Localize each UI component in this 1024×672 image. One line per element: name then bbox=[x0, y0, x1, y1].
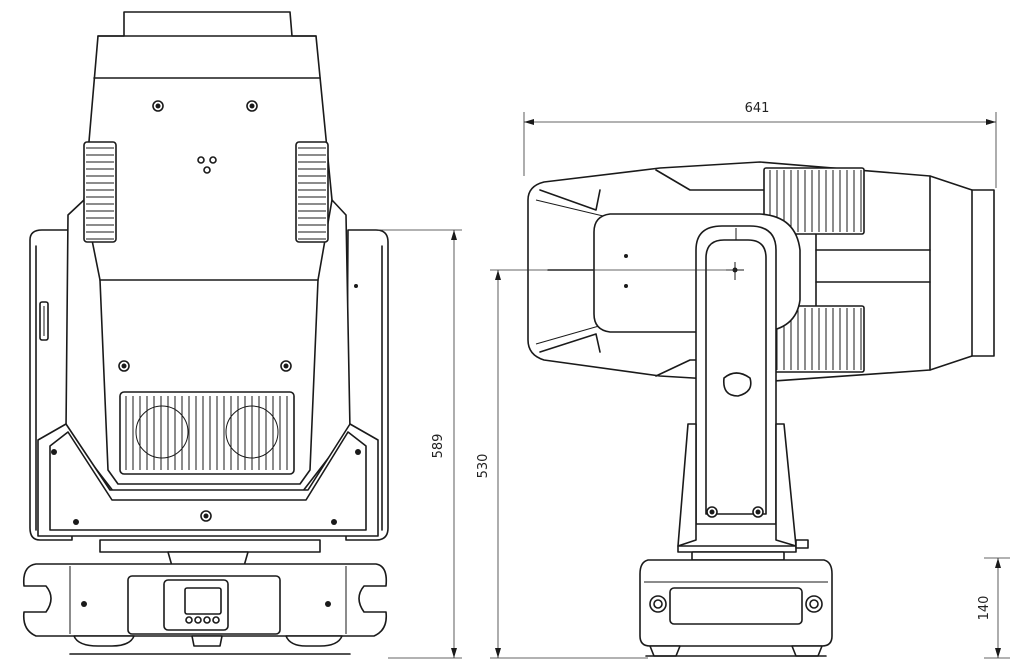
yoke-screws bbox=[51, 449, 361, 525]
dimension-width-label: 641 bbox=[745, 101, 770, 116]
handle-cutout bbox=[722, 372, 752, 397]
dimension-side-height-label: 530 bbox=[476, 454, 491, 479]
control-buttons bbox=[185, 616, 220, 624]
yoke-frame bbox=[37, 423, 379, 537]
right-vent-grille bbox=[295, 141, 329, 243]
dimension-base-height-label: 140 bbox=[977, 596, 992, 621]
left-vent-grille bbox=[83, 141, 117, 243]
front-feet bbox=[73, 635, 343, 647]
dimension-lines bbox=[378, 112, 1010, 659]
head-screws bbox=[118, 100, 292, 372]
side-view bbox=[527, 161, 995, 657]
front-view bbox=[22, 11, 389, 655]
lcd-screen bbox=[184, 587, 222, 615]
front-fan-grille bbox=[119, 391, 295, 475]
dimension-overall-height-label: 589 bbox=[431, 434, 446, 459]
side-vent-top bbox=[763, 167, 865, 235]
